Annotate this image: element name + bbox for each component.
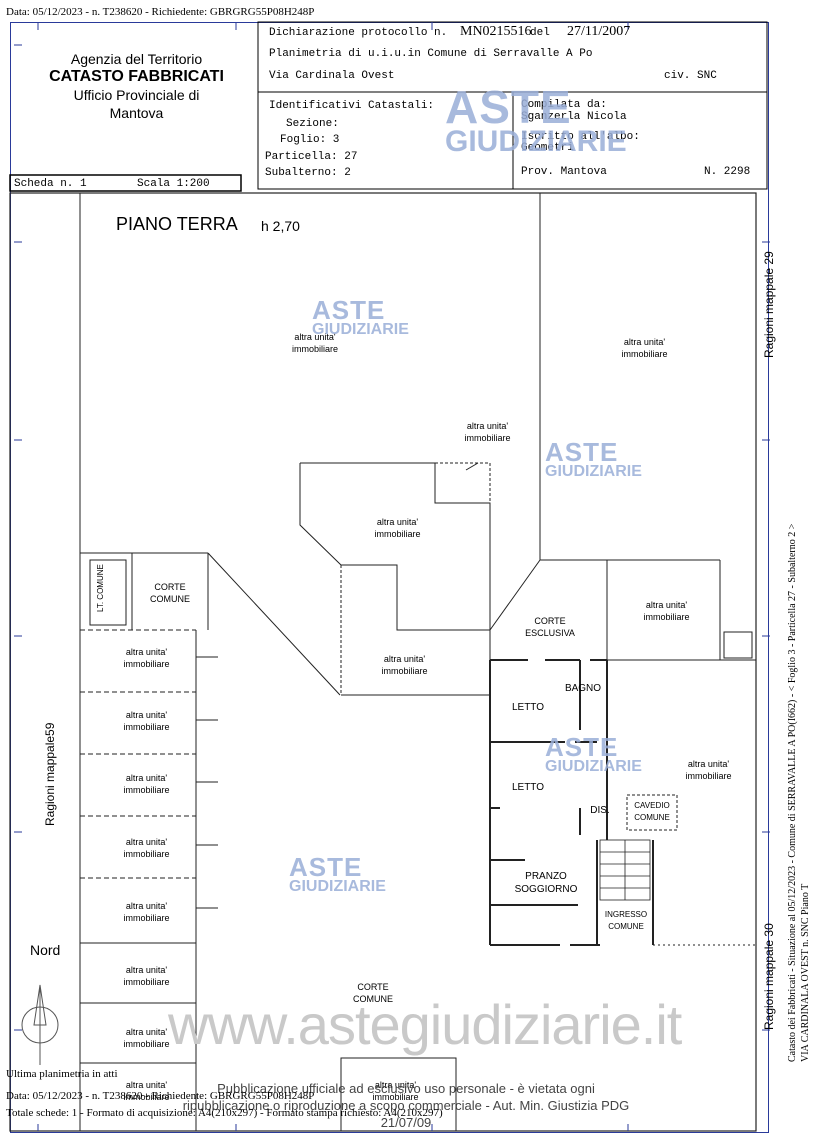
office-label: Ufficio Provinciale di bbox=[73, 87, 200, 103]
ragioni-mappale-59: Ragioni mappale59 bbox=[43, 722, 57, 826]
room-other-unit: altra unita'immobiliare bbox=[372, 1080, 419, 1102]
document-header: Data: 05/12/2023 - n. T238620 - Richiede… bbox=[6, 6, 315, 18]
scale: Scala 1:200 bbox=[137, 178, 210, 190]
room-other-unit: altra unita'immobiliare bbox=[291, 332, 338, 354]
catastali-title: Identificativi Catastali: bbox=[269, 100, 435, 112]
office-city: Mantova bbox=[109, 105, 164, 121]
garage-other-unit: altra unita'immobiliare bbox=[123, 965, 170, 987]
watermark-site: www.astegiudiziarie.it bbox=[168, 993, 682, 1056]
sezione: Sezione: bbox=[286, 118, 339, 130]
room-other-unit: altra unita'immobiliare bbox=[381, 654, 428, 676]
scheda-number: Scheda n. 1 bbox=[14, 178, 87, 190]
footer-totale: Totale schede: 1 - Formato di acquisizio… bbox=[6, 1107, 443, 1119]
ragioni-mappale-29: Ragioni mappale 29 bbox=[762, 251, 776, 358]
garage-other-unit: altra unita'immobiliare bbox=[123, 1027, 170, 1049]
compilata-name: Sganzerla Nicola bbox=[521, 111, 627, 123]
profession: Geometri bbox=[521, 142, 574, 154]
room-other-unit: altra unita'immobiliare bbox=[374, 517, 421, 539]
particella: Particella: 27 bbox=[265, 151, 358, 163]
north-label: Nord bbox=[30, 942, 61, 958]
room-bagno: BAGNO bbox=[564, 683, 602, 694]
room-letto-2: LETTO bbox=[511, 782, 545, 793]
room-letto-1: LETTO bbox=[511, 702, 545, 713]
province: Prov. Mantova bbox=[521, 166, 607, 178]
protocol-number: MN0215516 bbox=[460, 24, 532, 39]
floor-height: h 2,70 bbox=[261, 218, 300, 234]
garage-other-unit: altra unita'immobiliare bbox=[123, 773, 170, 795]
footer-ultima: Ultima planimetria in atti bbox=[6, 1068, 118, 1080]
floor-title: PIANO TERRA bbox=[116, 214, 238, 234]
room-other-unit: altra unita'immobiliare bbox=[464, 421, 511, 443]
planimetry-title: Planimetria di u.i.u.in Comune di Serrav… bbox=[269, 48, 593, 60]
civic-number: civ. SNC bbox=[664, 70, 717, 82]
protocol-del: del bbox=[530, 27, 550, 39]
garage-other-unit: altra unita'immobiliare bbox=[123, 710, 170, 732]
compilata-title: Compilata da: bbox=[521, 99, 607, 111]
publication-note: Pubblicazione ufficiale ad esclusivo uso… bbox=[182, 1081, 630, 1130]
address: Via Cardinala Ovest bbox=[269, 70, 395, 82]
foglio: Foglio: 3 bbox=[280, 134, 340, 146]
protocol-label: Dichiarazione protocollo n. bbox=[269, 27, 448, 39]
garage-other-unit: altra unita'immobiliare bbox=[123, 837, 170, 859]
room-other-unit: altra unita'immobiliare bbox=[621, 337, 668, 359]
subalterno: Subalterno: 2 bbox=[265, 167, 351, 179]
footer-data: Data: 05/12/2023 - n. T238620 - Richiede… bbox=[6, 1090, 315, 1102]
room-dis: DIS. bbox=[590, 805, 610, 816]
catasto-title: CATASTO FABBRICATI bbox=[49, 68, 224, 85]
room-other-unit: altra unita'immobiliare bbox=[643, 600, 690, 622]
garage-other-unit: altra unita'immobiliare bbox=[123, 647, 170, 669]
side-caption-1: Catasto dei Fabbricati - Situazione al 0… bbox=[787, 523, 798, 1062]
lt-comune: LT. COMUNE bbox=[96, 564, 105, 612]
protocol-date: 27/11/2007 bbox=[567, 24, 631, 39]
albo-label: Iscritto all'albo: bbox=[521, 131, 640, 143]
agency-name: Agenzia del Territorio bbox=[70, 51, 203, 67]
side-caption-2: VIA CARDINALA OVEST n. SNC Piano T bbox=[800, 883, 811, 1062]
garage-other-unit: altra unita'immobiliare bbox=[123, 901, 170, 923]
garage-other-unit: altra unita'immobiliare bbox=[123, 1080, 170, 1102]
albo-number: N. 2298 bbox=[704, 166, 751, 178]
agency-block: Agenzia del Territorio CATASTO FABBRICAT… bbox=[14, 50, 259, 122]
room-other-unit: altra unita'immobiliare bbox=[685, 759, 732, 781]
ragioni-mappale-30: Ragioni mappale 30 bbox=[762, 923, 776, 1030]
